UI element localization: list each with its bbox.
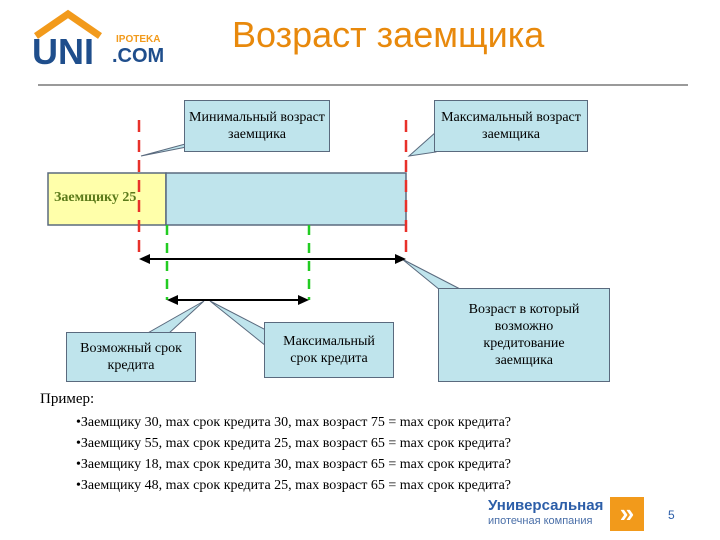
page-title: Возраст заемщика (232, 14, 545, 55)
logo-sub-bottom: .COM (112, 45, 164, 67)
example-item: Заемщику 30, max срок кредита 30, max во… (76, 412, 511, 433)
footer-company-line2: ипотечная компания (488, 515, 593, 527)
credit-age-arrow-left-head (139, 254, 150, 264)
page-number: 5 (668, 508, 675, 522)
min-age-callout: Минимальный возраст заемщика (184, 100, 330, 152)
credit-age-callout: Возраст в который возможно кредитование … (438, 288, 610, 382)
bar-label: Заемщику 25 (54, 190, 137, 205)
logo-sub-top: IPOTEKA (116, 34, 160, 45)
max-term-callout: Максимальный срок кредита (264, 322, 394, 378)
example-section: Пример: Заемщику 30, max срок кредита 30… (40, 391, 511, 496)
max-age-callout-tail (407, 130, 437, 157)
example-list: Заемщику 30, max срок кредита 30, max во… (40, 412, 511, 496)
credit-term-arrow-right-head (298, 295, 309, 305)
example-item: Заемщику 48, max срок кредита 25, max во… (76, 475, 511, 496)
possible-term-callout: Возможный срок кредита (66, 332, 196, 382)
max-term-callout-tail (209, 300, 267, 348)
logo-main-text: UNI (32, 31, 94, 70)
possible-term-callout-tail (144, 300, 205, 335)
credit-age-callout-tail (401, 258, 463, 291)
credit-age-arrow-right-head (395, 254, 406, 264)
example-item: Заемщику 55, max срок кредита 25, max во… (76, 433, 511, 454)
uni-ipoteka-logo: UNI IPOTEKA .COM (28, 8, 168, 72)
max-age-callout: Максимальный возраст заемщика (434, 100, 588, 152)
example-item: Заемщику 18, max срок кредита 30, max во… (76, 454, 511, 475)
footer-company-line1: Универсальная (488, 497, 604, 514)
chevron-right-icon: » (610, 497, 644, 531)
header-divider (38, 84, 688, 86)
credit-term-arrow-left-head (167, 295, 178, 305)
age-bar-range (165, 172, 407, 226)
house-roof-icon: UNI IPOTEKA .COM (32, 9, 164, 72)
example-heading: Пример: (40, 391, 95, 407)
